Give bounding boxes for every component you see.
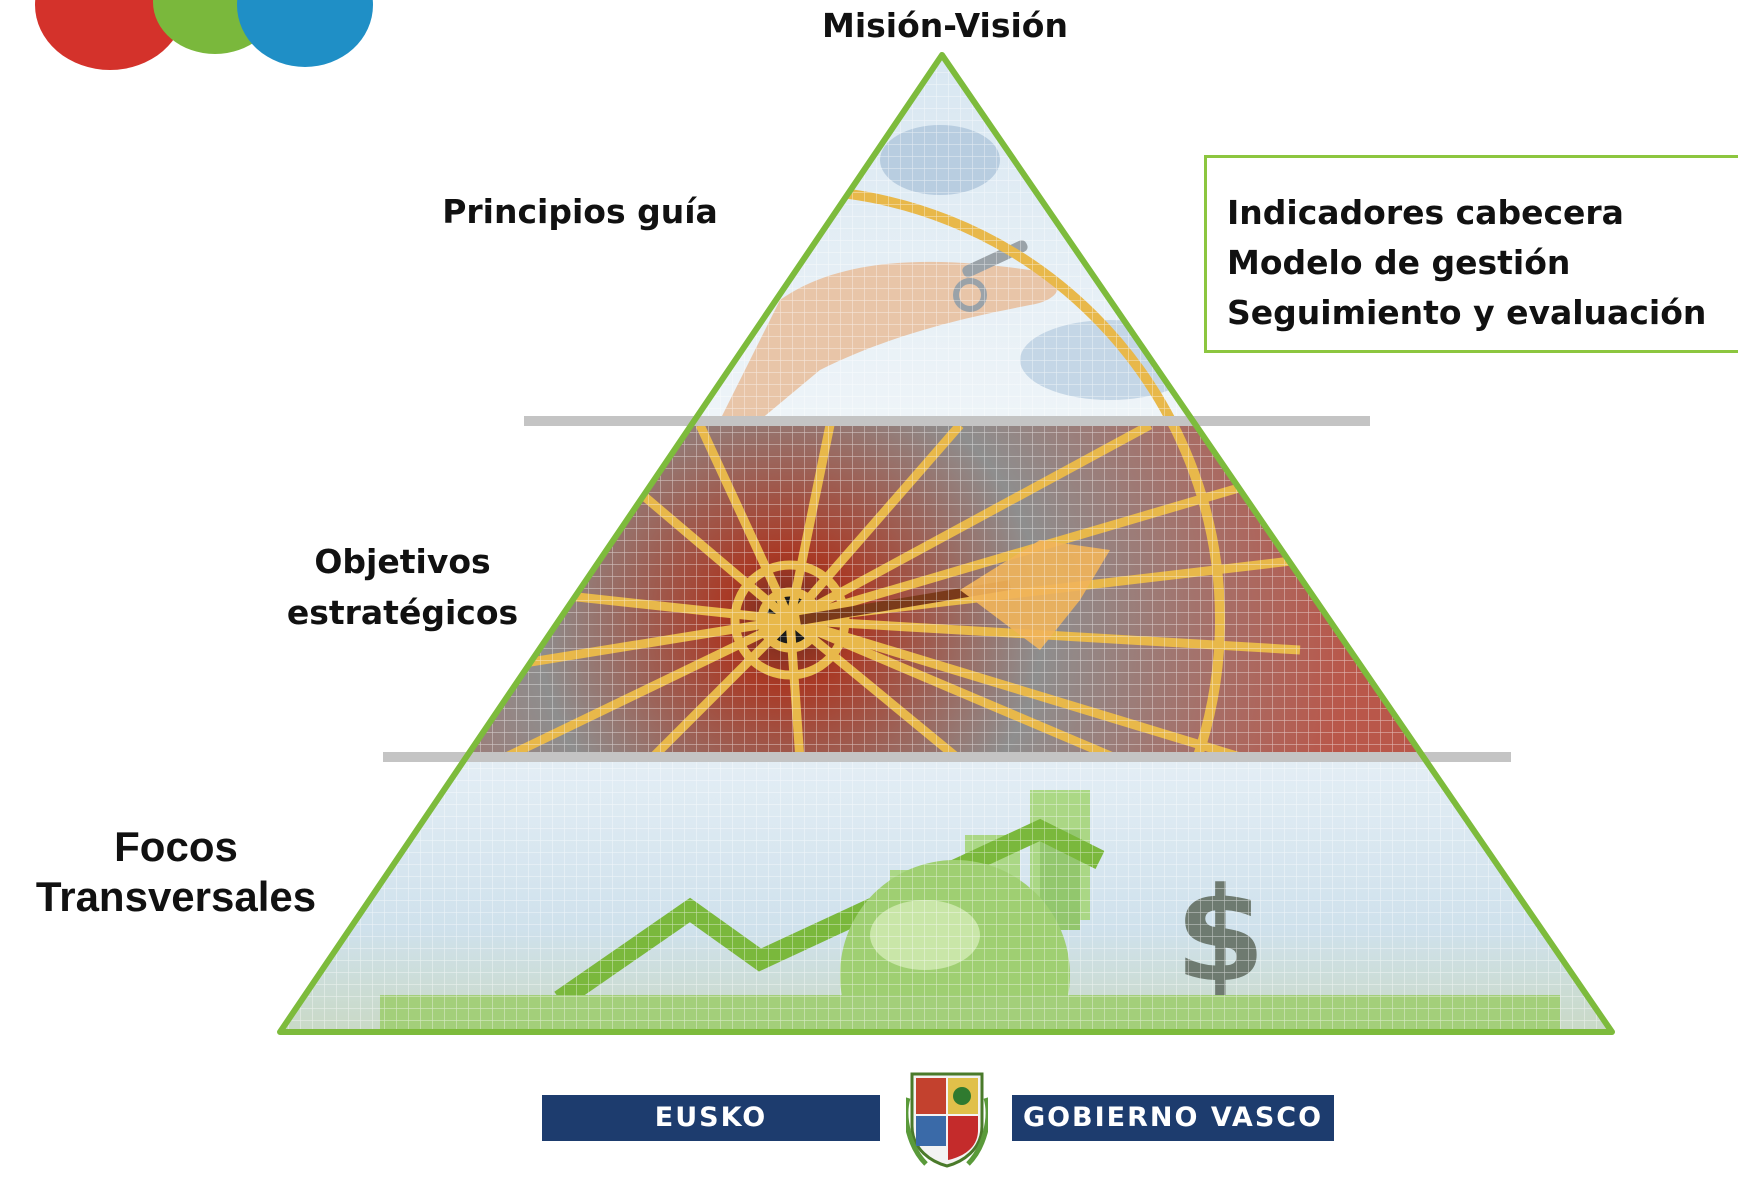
level-label-focos: Focos Transversales [6, 822, 346, 922]
logo-circle-blue [237, 0, 373, 67]
pyramid-diagram: $ [277, 52, 1615, 1035]
box-item: Indicadores cabecera [1227, 193, 1624, 232]
level-label-objetivos: Objetivos estratégicos [280, 536, 525, 638]
management-box: Indicadores cabecera Modelo de gestión S… [1204, 155, 1738, 353]
footer-banner-left: EUSKO JAURLARITZA [542, 1095, 880, 1179]
box-item: Modelo de gestión [1227, 243, 1571, 282]
logo-circle-red [35, 0, 185, 70]
box-item: Seguimiento y evaluación [1227, 293, 1707, 332]
level-label-line: estratégicos [286, 593, 519, 632]
pyramid-outline [277, 52, 1615, 1035]
level-label-principios: Principios guía [442, 192, 718, 231]
top-label: Misión-Visión [822, 6, 1068, 45]
footer-banner-right: GOBIERNO VASCO [1012, 1095, 1334, 1141]
divider-upper [524, 416, 1370, 426]
coat-of-arms-icon [906, 1072, 988, 1168]
level-label-line: Focos [114, 823, 238, 870]
level-label-line: Objetivos [314, 542, 491, 581]
brand-logo [35, 0, 373, 70]
divider-lower [383, 752, 1511, 762]
level-label-line: Transversales [35, 873, 317, 920]
